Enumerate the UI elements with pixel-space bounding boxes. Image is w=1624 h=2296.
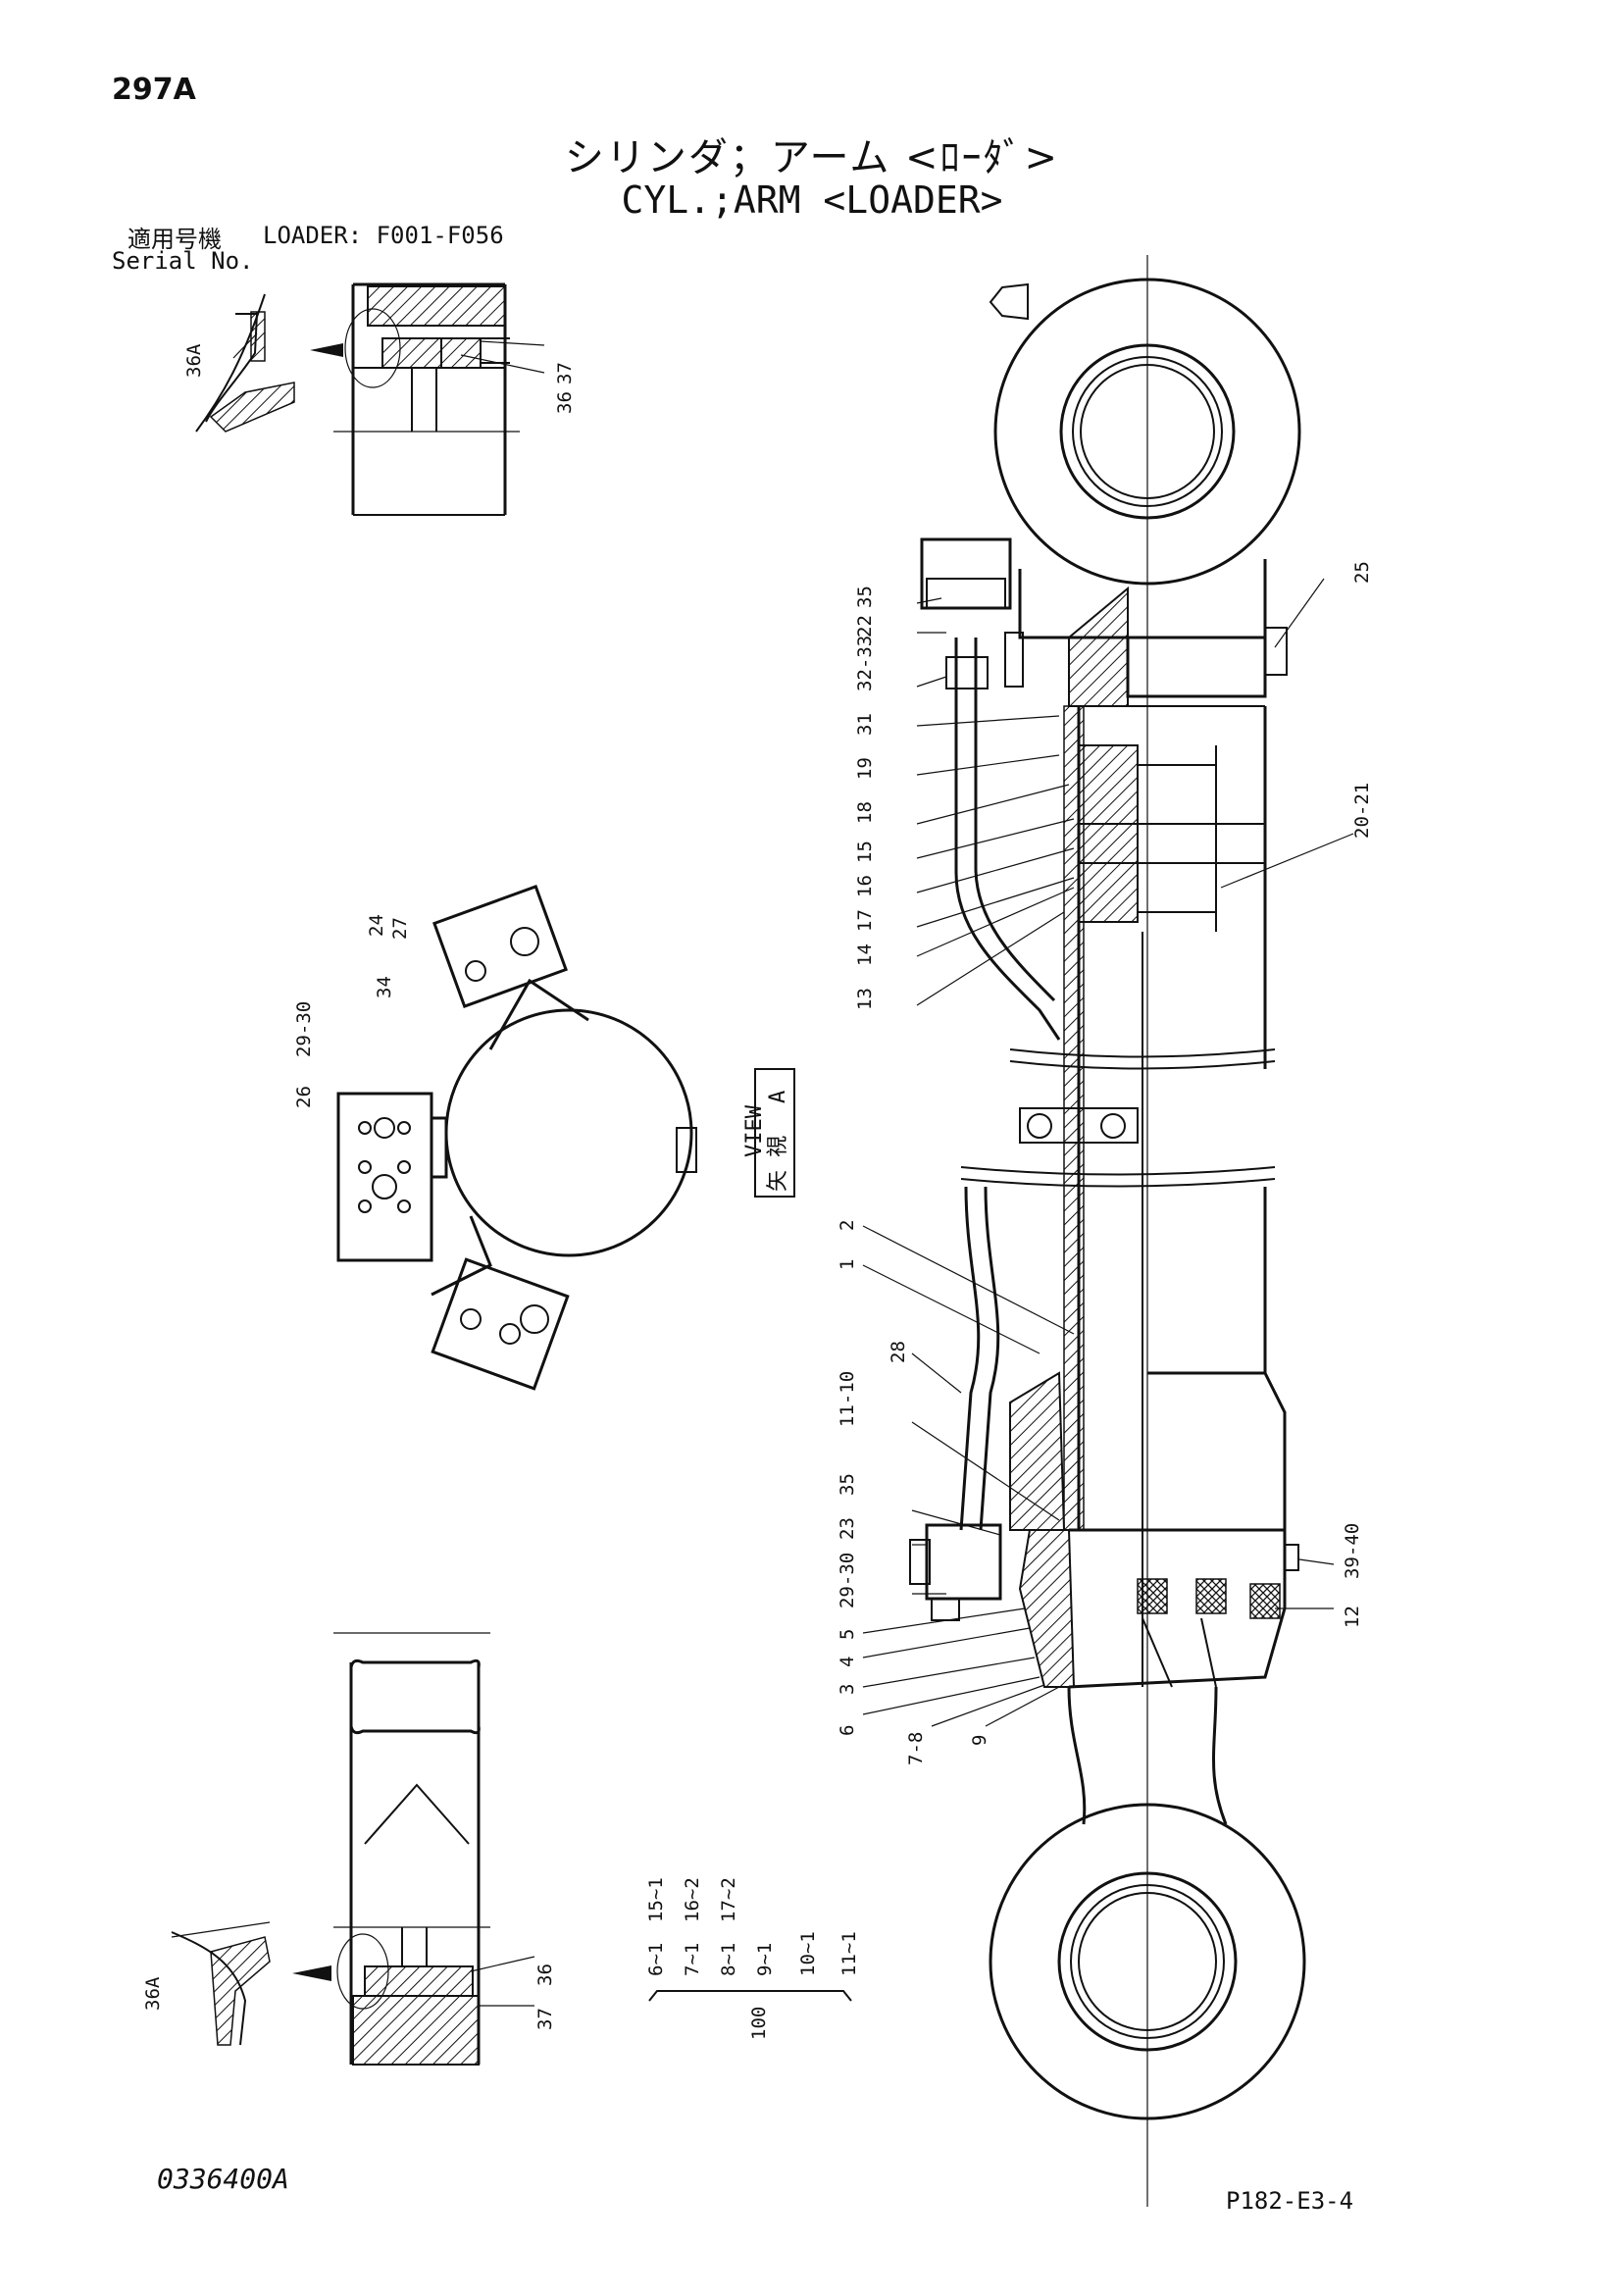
- applicability-value: LOADER: F001-F056: [263, 222, 504, 249]
- callout-36-top: 36: [554, 391, 576, 414]
- arm-cylinder: [909, 255, 1306, 2207]
- callout-37-bottom: 37: [534, 2008, 556, 2030]
- callout-15: 15: [854, 841, 876, 863]
- callout-12: 12: [1342, 1606, 1363, 1628]
- page-number: 297A: [112, 73, 196, 107]
- page-reference: P182-E3-4: [1226, 2187, 1354, 2215]
- kit-item-15: 15~1: [645, 1877, 667, 1922]
- title-japanese: シリンダ；アーム <ﾛｰﾀﾞ>: [564, 135, 1060, 180]
- callout-34: 34: [374, 976, 395, 998]
- callout-36a-top: 36A: [183, 343, 205, 378]
- kit-item-11: 11~1: [838, 1931, 860, 1976]
- callout-22: 22: [854, 615, 876, 638]
- view-marker: A: [766, 1091, 790, 1103]
- view-label-jp: 矢 視: [766, 1136, 790, 1192]
- serial-label: Serial No.: [112, 247, 254, 275]
- callout-11-10: 11-10: [837, 1371, 858, 1427]
- callout-35b: 35: [837, 1473, 858, 1496]
- callout-29-30: 29-30: [837, 1553, 858, 1608]
- kit-item-16: 16~2: [682, 1877, 703, 1922]
- callout-17: 17: [854, 909, 876, 932]
- callout-14: 14: [854, 944, 876, 966]
- callout-19: 19: [854, 757, 876, 780]
- callout-1: 1: [837, 1259, 858, 1270]
- callout-4: 4: [837, 1657, 858, 1667]
- callout-24: 24: [366, 914, 387, 937]
- main-callouts: 25 35 22 32-33 31 19 18 15 16 17 14 13 2…: [837, 561, 1373, 1765]
- callout-6: 6: [837, 1725, 858, 1736]
- callout-31: 31: [854, 713, 876, 736]
- callout-39-40: 39-40: [1342, 1523, 1363, 1579]
- seal-detail-top: [195, 282, 520, 516]
- callout-7-8: 7-8: [905, 1732, 927, 1765]
- kit-list: 100 6~1 7~1 8~1 9~1 10~1 11~1 15~1 16~2 …: [645, 1877, 860, 2040]
- kit-item-10: 10~1: [797, 1931, 819, 1976]
- callout-2: 2: [837, 1220, 858, 1231]
- callout-23: 23: [837, 1517, 858, 1540]
- callout-20-21: 20-21: [1351, 783, 1373, 839]
- callout-32-33: 32-33: [854, 636, 876, 691]
- callout-28: 28: [888, 1341, 909, 1363]
- callout-9: 9: [969, 1735, 990, 1746]
- leader-lines: [862, 578, 1354, 1727]
- kit-item-7: 7~1: [682, 1943, 703, 1976]
- title-english: CYL.;ARM <LOADER>: [621, 179, 1003, 222]
- kit-item-8: 8~1: [718, 1943, 739, 1976]
- callout-37-top: 37: [554, 362, 576, 384]
- kit-number: 100: [748, 2007, 770, 2040]
- callout-18: 18: [854, 801, 876, 824]
- kit-item-17: 17~2: [718, 1877, 739, 1922]
- document-code: 0336400A: [157, 2163, 289, 2195]
- callout-36a-bottom: 36A: [142, 1976, 164, 2011]
- view-label-en: VIEW: [742, 1104, 767, 1157]
- callout-27: 27: [389, 917, 411, 940]
- view-a: [336, 884, 795, 1391]
- callout-3: 3: [837, 1684, 858, 1695]
- callout-5: 5: [837, 1629, 858, 1640]
- callout-29-30-view: 29-30: [293, 1001, 315, 1057]
- callout-26: 26: [293, 1086, 315, 1108]
- callout-13: 13: [854, 988, 876, 1010]
- kit-item-6: 6~1: [645, 1943, 667, 1976]
- applicability-label: 適用号機: [127, 226, 222, 253]
- kit-item-9: 9~1: [754, 1943, 776, 1976]
- seal-detail-bottom: [171, 1632, 490, 2066]
- callout-25: 25: [1351, 561, 1373, 584]
- callout-16: 16: [854, 875, 876, 897]
- callout-36-bottom: 36: [534, 1964, 556, 1986]
- callout-35: 35: [854, 586, 876, 608]
